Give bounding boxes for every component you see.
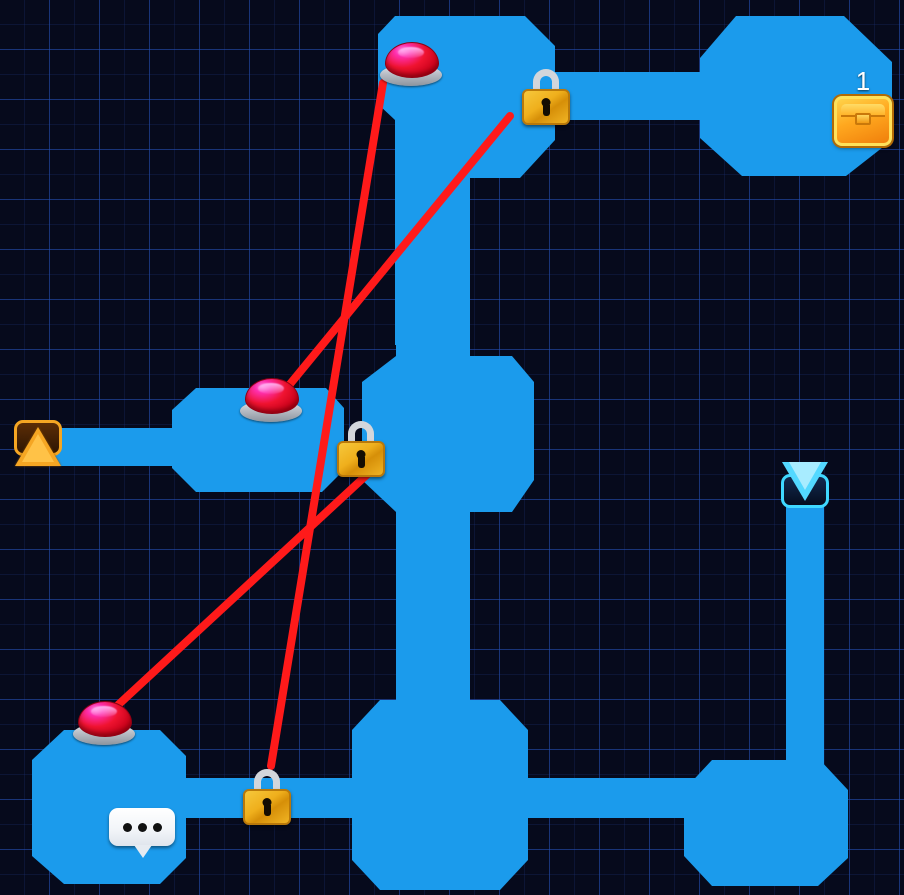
red-button-icon[interactable] [380,40,442,86]
button-gloss [91,706,117,717]
button-dome [385,42,439,78]
lock-icon[interactable] [335,421,387,477]
lock-body [522,89,570,125]
button-dome [245,378,299,414]
lock-keyhole [262,798,272,807]
treasure-chest-icon[interactable]: 1 [834,68,892,146]
chest-count-label: 1 [855,66,871,96]
speech-dot [152,822,162,832]
speech-dot [137,822,147,832]
lock-shackle [254,769,280,795]
speech-bubble-tail [134,845,152,858]
button-gloss [398,47,424,58]
lock-keyhole [541,98,551,107]
npc-dialogue-icon[interactable] [109,808,175,860]
lock-body [243,789,291,825]
speech-bubble-body [109,808,175,846]
red-button-icon[interactable] [240,376,302,422]
lock-body [337,441,385,477]
button-dome [78,701,132,737]
lock-icon[interactable] [241,769,293,825]
lock-shackle [348,421,374,447]
stairs-up-triangle-inner [22,434,54,462]
chest-body [834,96,892,146]
chest-latch [855,113,871,125]
red-button-icon[interactable] [73,699,135,745]
stairs-up-icon[interactable] [11,418,65,468]
lock-icon[interactable] [520,69,572,125]
stairs-down-triangle-inner [789,462,821,490]
lock-keyhole [356,450,366,459]
lock-shackle [533,69,559,95]
stairs-down-icon[interactable] [778,460,832,510]
button-gloss [258,383,284,394]
speech-dot [122,822,132,832]
